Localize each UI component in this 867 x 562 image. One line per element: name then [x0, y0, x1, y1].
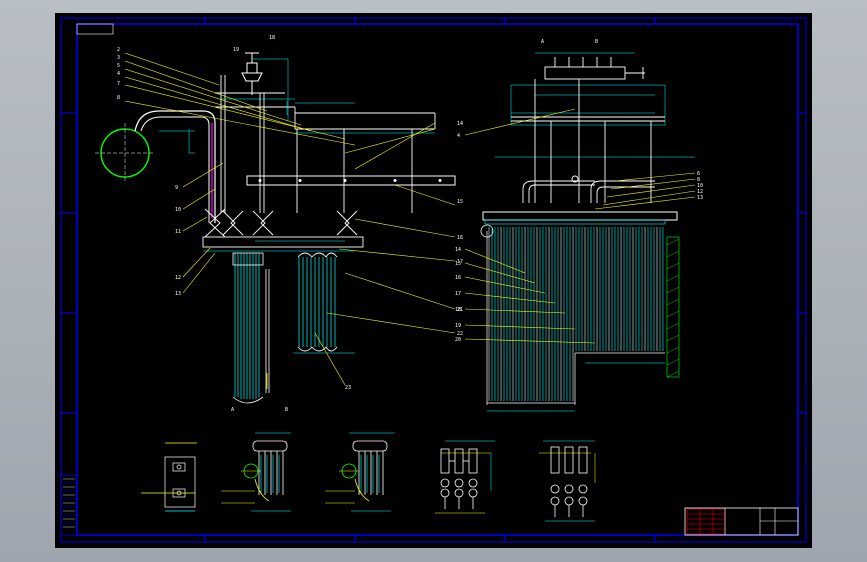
- svg-text:B: B: [595, 39, 598, 45]
- svg-text:2: 2: [117, 47, 120, 53]
- svg-text:8: 8: [697, 177, 700, 183]
- revision-table: [60, 474, 78, 536]
- svg-text:B: B: [285, 407, 288, 413]
- svg-text:A: A: [231, 407, 234, 413]
- svg-text:21: 21: [457, 307, 463, 313]
- svg-text:3: 3: [117, 55, 120, 61]
- support-beam: [246, 175, 456, 186]
- svg-text:8: 8: [117, 95, 120, 101]
- svg-text:17: 17: [455, 291, 461, 297]
- outer-frame: [60, 17, 807, 543]
- svg-text:14: 14: [455, 247, 461, 253]
- svg-text:20: 20: [455, 337, 461, 343]
- svg-text:12: 12: [175, 275, 181, 281]
- detail-header-1: [221, 432, 291, 512]
- svg-text:9: 9: [175, 185, 178, 191]
- svg-text:5: 5: [117, 63, 120, 69]
- svg-text:17: 17: [457, 259, 463, 265]
- svg-text:13: 13: [175, 291, 181, 297]
- drawing-number-box: [76, 23, 114, 35]
- svg-text:15: 15: [455, 261, 461, 267]
- svg-text:22: 22: [457, 331, 463, 337]
- svg-text:23: 23: [345, 385, 351, 391]
- detail-valve-group-1: [435, 440, 495, 514]
- svg-text:A: A: [541, 39, 544, 45]
- svg-text:18: 18: [269, 35, 275, 41]
- title-block: [684, 507, 799, 536]
- tube-curtain: [488, 227, 664, 401]
- tube-sheet: [482, 211, 678, 221]
- svg-text:16: 16: [455, 275, 461, 281]
- svg-text:4: 4: [457, 133, 460, 139]
- detail-header-2: [325, 432, 395, 512]
- svg-text:19: 19: [455, 323, 461, 329]
- svg-text:11: 11: [175, 229, 181, 235]
- svg-text:7: 7: [117, 81, 120, 87]
- svg-text:6: 6: [697, 171, 700, 177]
- detail-plate: [141, 442, 197, 512]
- frame-ticks: [61, 18, 806, 542]
- svg-text:14: 14: [457, 121, 463, 127]
- svg-text:13: 13: [697, 195, 703, 201]
- svg-text:19: 19: [233, 47, 239, 53]
- svg-text:16: 16: [457, 235, 463, 241]
- svg-text:10: 10: [175, 207, 181, 213]
- svg-text:15: 15: [457, 199, 463, 205]
- inner-frame: [76, 23, 799, 536]
- detail-valve-group-2: [539, 440, 596, 522]
- svg-text:12: 12: [697, 189, 703, 195]
- svg-text:4: 4: [117, 71, 120, 77]
- svg-text:10: 10: [697, 183, 703, 189]
- svg-text:18: 18: [455, 307, 461, 313]
